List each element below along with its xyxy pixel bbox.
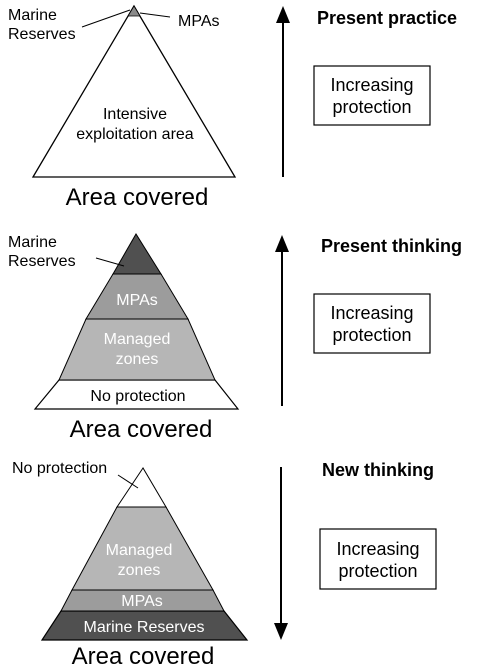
protection-box	[313, 65, 431, 126]
zone-marine-reserves	[112, 233, 162, 275]
arrow-up-icon	[276, 6, 290, 23]
zone-managed-zones	[58, 318, 216, 381]
exploitation-triangle	[31, 4, 237, 178]
tip-marine-reserves-mpas	[127, 5, 141, 17]
area-covered-label: Area covered	[70, 416, 213, 443]
zone-label-no-protection: No protection	[90, 388, 185, 405]
leader-line-marine-reserves	[95, 257, 125, 267]
leader-line-no-protection	[117, 474, 139, 489]
zone-no-protection	[116, 467, 167, 508]
protection-box	[319, 528, 437, 590]
leader-line-mpas	[139, 12, 171, 18]
label-no-protection: No protection	[12, 460, 107, 477]
leader-line-marine-reserves	[81, 9, 131, 28]
heading-new-thinking: New thinking	[322, 460, 434, 480]
zone-label-marine-reserves: Marine Reserves	[84, 619, 205, 636]
protection-box	[313, 293, 431, 354]
area-covered-label: Area covered	[72, 643, 215, 670]
label-mpas: MPAs	[178, 13, 219, 30]
heading-present-thinking: Present thinking	[321, 236, 462, 256]
area-covered-label: Area covered	[66, 184, 209, 211]
heading-present-practice: Present practice	[317, 8, 457, 28]
zone-label-mpas: MPAs	[116, 292, 157, 309]
arrow-up-icon	[275, 235, 289, 252]
zone-label-mpas: MPAs	[121, 593, 162, 610]
arrow-down-icon	[274, 623, 288, 640]
